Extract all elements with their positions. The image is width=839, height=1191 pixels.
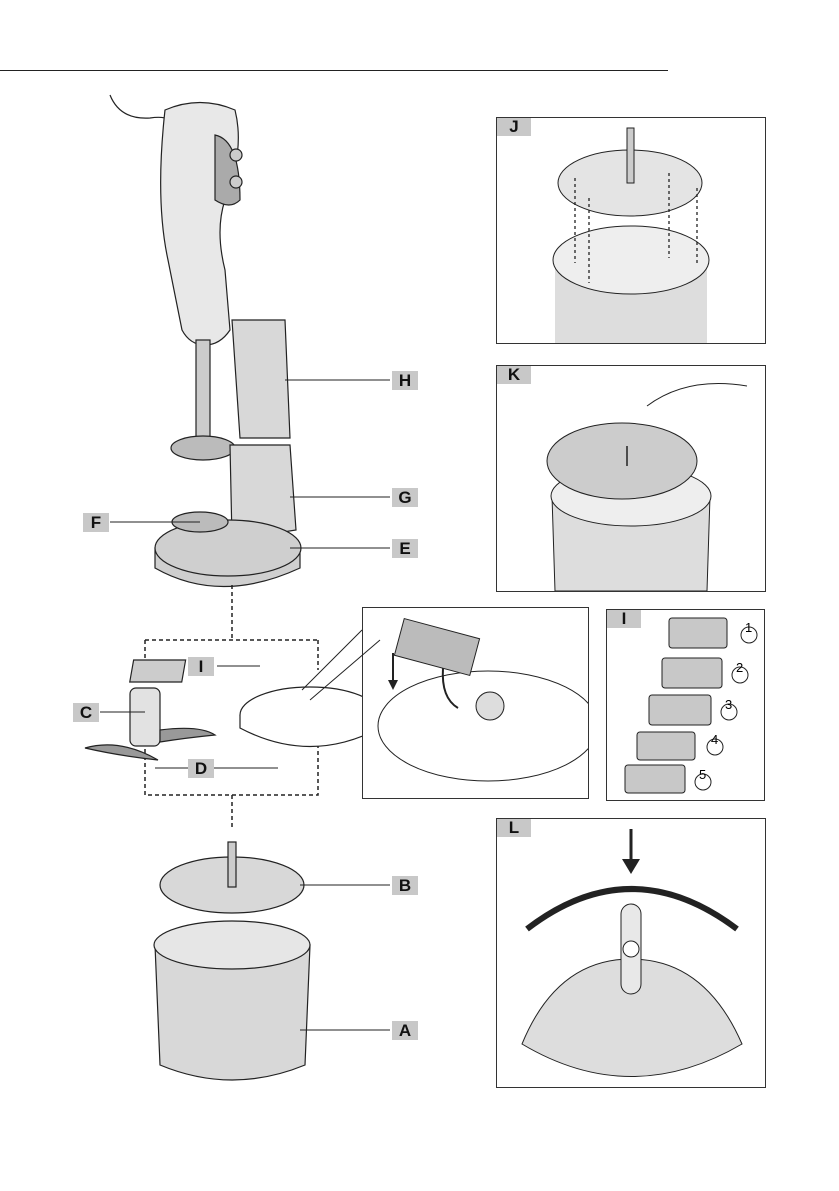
chopping-blade [84,687,217,761]
callout-g: G [392,488,418,507]
disc-holder-detail-panel [362,607,589,799]
callout-c: C [73,703,99,722]
feed-tube [229,319,297,541]
bowl [153,920,311,1081]
leader-lines [100,379,390,1031]
disc-2 [661,657,723,689]
header-rule [0,70,668,71]
callout-f: F [83,513,109,532]
base-unit [154,511,302,587]
panel-k-illustration [546,383,748,591]
callout-a: A [392,1021,418,1040]
disc-4 [636,731,696,761]
hand-blender [109,94,243,461]
panel-i-label: I [607,610,641,628]
callout-e: E [392,539,418,558]
disc-set [624,617,758,794]
panel-j-illustration [552,127,710,343]
disc-3 [648,694,712,726]
callout-i: I [188,657,214,676]
disc-number-5: 5 [699,767,707,782]
disc-5 [624,764,686,794]
panel-k: K [496,365,766,592]
panel-l: L [496,818,766,1088]
disc-number-1: 1 [745,620,753,635]
disc-holder [129,659,381,747]
disc-1 [668,617,728,649]
callout-b: B [392,876,418,895]
callout-h: H [392,371,418,390]
panel-l-label: L [497,819,531,837]
disc-insert-detail [377,617,588,782]
disc-number-4: 4 [711,732,719,747]
panel-j-label: J [497,118,531,136]
callout-d: D [188,759,214,778]
panel-j: J [496,117,766,344]
panel-k-label: K [497,366,531,384]
panel-l-illustration [521,829,743,1077]
disc-number-3: 3 [725,697,733,712]
assembly-connectors [144,585,319,830]
disc-number-2: 2 [736,660,744,675]
panel-i: I 1 2 3 4 5 [606,609,765,801]
bowl-lid [159,841,305,914]
